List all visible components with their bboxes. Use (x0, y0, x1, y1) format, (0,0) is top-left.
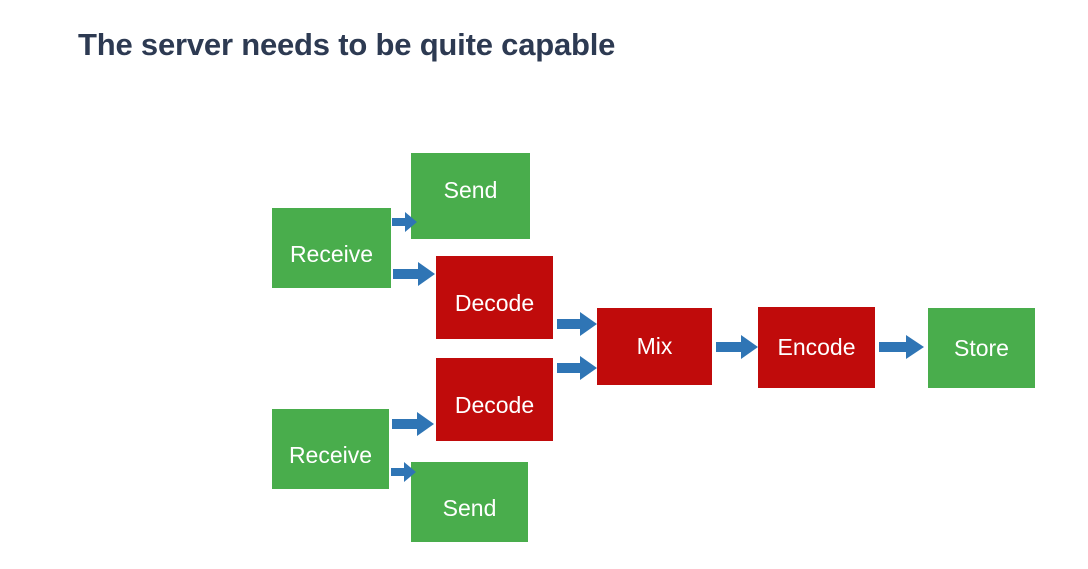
node-label: Receive (289, 240, 374, 267)
node-label: Encode (777, 334, 856, 360)
node-send-top[interactable]: Send (411, 153, 530, 239)
node-send-bottom[interactable]: Send (411, 462, 528, 542)
page-title: The server needs to be quite capable (78, 27, 616, 62)
node-label: Mix (636, 333, 673, 359)
node-receive-bottom[interactable]: Receive (272, 409, 389, 489)
arrow-receive-bottom-to-send-bottom (391, 461, 416, 483)
arrow-encode-to-store (879, 334, 924, 360)
node-label: Send (442, 494, 497, 521)
node-encode[interactable]: Encode (758, 307, 875, 388)
node-receive-top[interactable]: Receive (272, 208, 391, 288)
node-mix[interactable]: Mix (597, 308, 712, 385)
node-label: Decode (454, 392, 535, 418)
arrow-receive-top-to-decode-top (393, 261, 435, 287)
node-store[interactable]: Store (928, 308, 1035, 388)
arrow-mix-to-encode (716, 334, 758, 360)
arrow-receive-bottom-to-decode-bottom (392, 411, 434, 437)
arrow-decode-bottom-to-mix (557, 355, 597, 381)
arrow-receive-top-to-send-top (392, 211, 417, 233)
arrow-decode-top-to-mix (557, 311, 597, 337)
node-decode-top[interactable]: Decode (436, 256, 553, 339)
node-label: Store (954, 334, 1009, 361)
node-label: Send (443, 176, 498, 203)
node-decode-bottom[interactable]: Decode (436, 358, 553, 441)
node-label: Receive (288, 441, 373, 468)
node-label: Decode (454, 290, 535, 316)
